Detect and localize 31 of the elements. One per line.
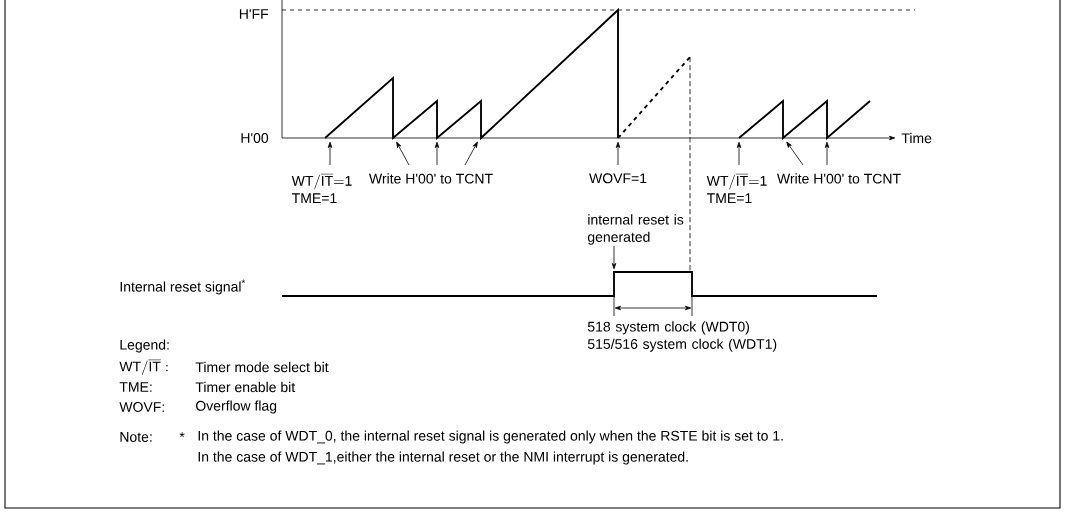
dimension-label: 518 system clock (WDT0) 515/516 system clock (WDT1)	[587, 321, 777, 352]
annotation-text: Write H'00' to TCNT	[369, 173, 493, 184]
note-label: Note:	[120, 432, 152, 442]
legend-definition: Timer enable bit	[195, 381, 296, 393]
axis-label: H'00	[241, 133, 269, 143]
annotation-text: $\mathrm{WT/\overline{IT}{=}1}$ TME=1	[291, 174, 352, 203]
legend-term: WOVF:	[119, 402, 164, 412]
counter-waveform	[324, 7, 619, 141]
legend-heading: Legend:	[120, 339, 169, 353]
annotation-text: Write H'00' to TCNT	[777, 173, 901, 184]
footnote-mark: *	[179, 432, 185, 438]
leader-arrow	[434, 141, 440, 166]
legend-term: $\mathrm{WT/\overline{IT}}:$	[119, 359, 168, 375]
leader-arrow	[824, 141, 830, 166]
leader-arrow	[611, 245, 617, 270]
note-text: In the case of WDT_0, the internal reset signal is generated only when the RSTE bit is set to 1.	[198, 430, 783, 444]
leader-arrow	[327, 141, 333, 166]
reset-signal-waveform	[281, 271, 878, 297]
leader-arrow	[786, 141, 804, 166]
annotation-text: $\mathrm{WT/\overline{IT}{=}1}$ TME=1	[706, 174, 767, 203]
leader-arrow	[615, 141, 621, 166]
annotation-text: WOVF=1	[589, 173, 647, 184]
leader-arrow	[396, 141, 410, 166]
annotation-text: internal reset is generated	[587, 214, 684, 245]
counter-waveform	[738, 99, 871, 141]
leader-arrow	[736, 141, 742, 166]
legend-definition: Timer mode select bit	[195, 361, 329, 373]
note-text: In the case of WDT_1,either the internal reset or the NMI interrupt is generated.	[198, 451, 688, 465]
legend-definition: Overflow flag	[196, 400, 277, 414]
leader-arrow	[464, 141, 478, 166]
legend-term: TME:	[119, 382, 152, 392]
